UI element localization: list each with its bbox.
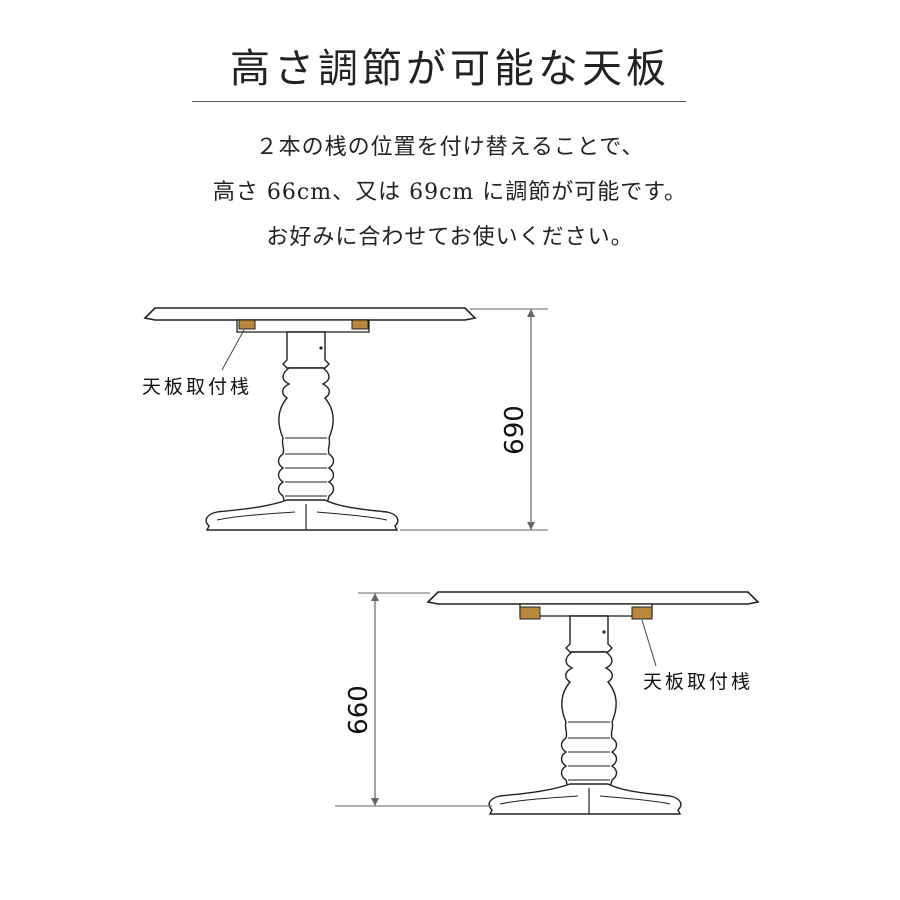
dimension-label: 690 xyxy=(500,405,530,455)
description-line-1: ２本の桟の位置を付け替えることで、 xyxy=(255,135,645,160)
mounting-cleat-left xyxy=(519,606,541,620)
cleat-label: 天板取付桟 xyxy=(142,376,252,398)
table-diagram-660: 天板取付桟 660 xyxy=(335,591,759,815)
table-diagram-690: 天板取付桟 690 xyxy=(142,307,548,531)
description-line-3: お好みに合わせてお使いください。 xyxy=(266,225,634,250)
cleat-label: 天板取付桟 xyxy=(643,671,753,693)
description-line-2: 高さ 66cm、又は 69cm に調節が可能です。 xyxy=(212,180,688,205)
dimension-label: 660 xyxy=(344,685,374,735)
mounting-cleat-right xyxy=(631,606,653,620)
page-title: 高さ調節が可能な天板 xyxy=(230,46,670,92)
mounting-cleat-left xyxy=(238,319,256,330)
title-divider xyxy=(192,101,686,102)
mounting-cleat-right xyxy=(351,319,369,330)
description: ２本の桟の位置を付け替えることで、 高さ 66cm、又は 69cm に調節が可能… xyxy=(0,125,900,260)
